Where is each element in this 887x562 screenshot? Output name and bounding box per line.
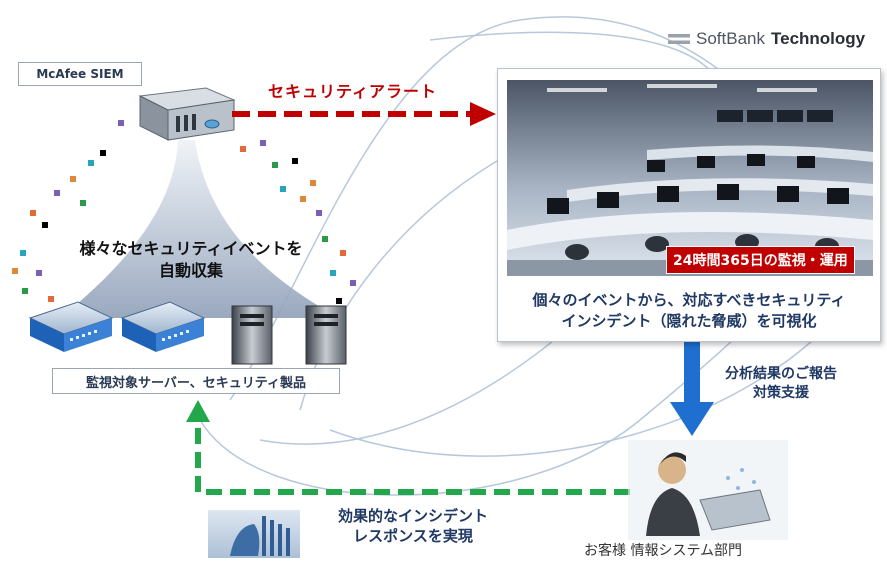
- customer-person-icon: [628, 440, 788, 540]
- report-arrow: [670, 342, 714, 436]
- collect-label-line2: 自動収集: [158, 261, 223, 280]
- siem-server-icon: [138, 87, 236, 141]
- soc-badge: 24時間365日の監視・運用: [666, 246, 855, 274]
- collect-label-line1: 様々なセキュリティイベントを: [79, 239, 303, 258]
- alert-arrow-head: [470, 102, 496, 126]
- alert-label: セキュリティアラート: [268, 82, 438, 101]
- response-label-line2: レスポンスを実現: [353, 527, 473, 545]
- response-arrow-head: [186, 400, 210, 422]
- response-arrow: [195, 420, 630, 495]
- soc-description: 個々のイベントから、対応すべきセキュリティ インシデント（隠れた脅威）を可視化: [500, 290, 878, 332]
- customer-label: お客様 情報システム部門: [584, 543, 743, 559]
- response-label: 効果的なインシデント レスポンスを実現: [318, 506, 508, 546]
- tower-server-icon-1: [231, 305, 273, 365]
- brand-mark-icon: [668, 34, 690, 44]
- network-appliance-icon-2: [120, 301, 206, 352]
- collection-cone: [60, 140, 340, 318]
- collect-label: 様々なセキュリティイベントを 自動収集: [56, 238, 326, 282]
- event-dots: [12, 120, 356, 304]
- soc-description-line1: 個々のイベントから、対応すべきセキュリティ: [532, 291, 846, 309]
- report-label: 分析結果のご報告 対策支援: [706, 365, 856, 403]
- network-appliance-icon-1: [28, 301, 114, 352]
- monitored-systems-label: 監視対象サーバー、セキュリティ製品: [52, 368, 340, 394]
- brand-name-part1: SoftBank: [696, 29, 765, 48]
- brand-logo: SoftBank Technology: [668, 28, 883, 50]
- report-label-line1: 分析結果のご報告: [725, 366, 837, 382]
- response-label-line1: 効果的なインシデント: [337, 507, 488, 525]
- incident-response-image: [208, 510, 300, 558]
- soc-description-line2: インシデント（隠れた脅威）を可視化: [561, 312, 817, 330]
- siem-label: McAfee SIEM: [18, 62, 142, 86]
- tower-server-icon-2: [305, 305, 347, 365]
- brand-name-part2: Technology: [771, 29, 866, 48]
- report-label-line2: 対策支援: [753, 385, 809, 401]
